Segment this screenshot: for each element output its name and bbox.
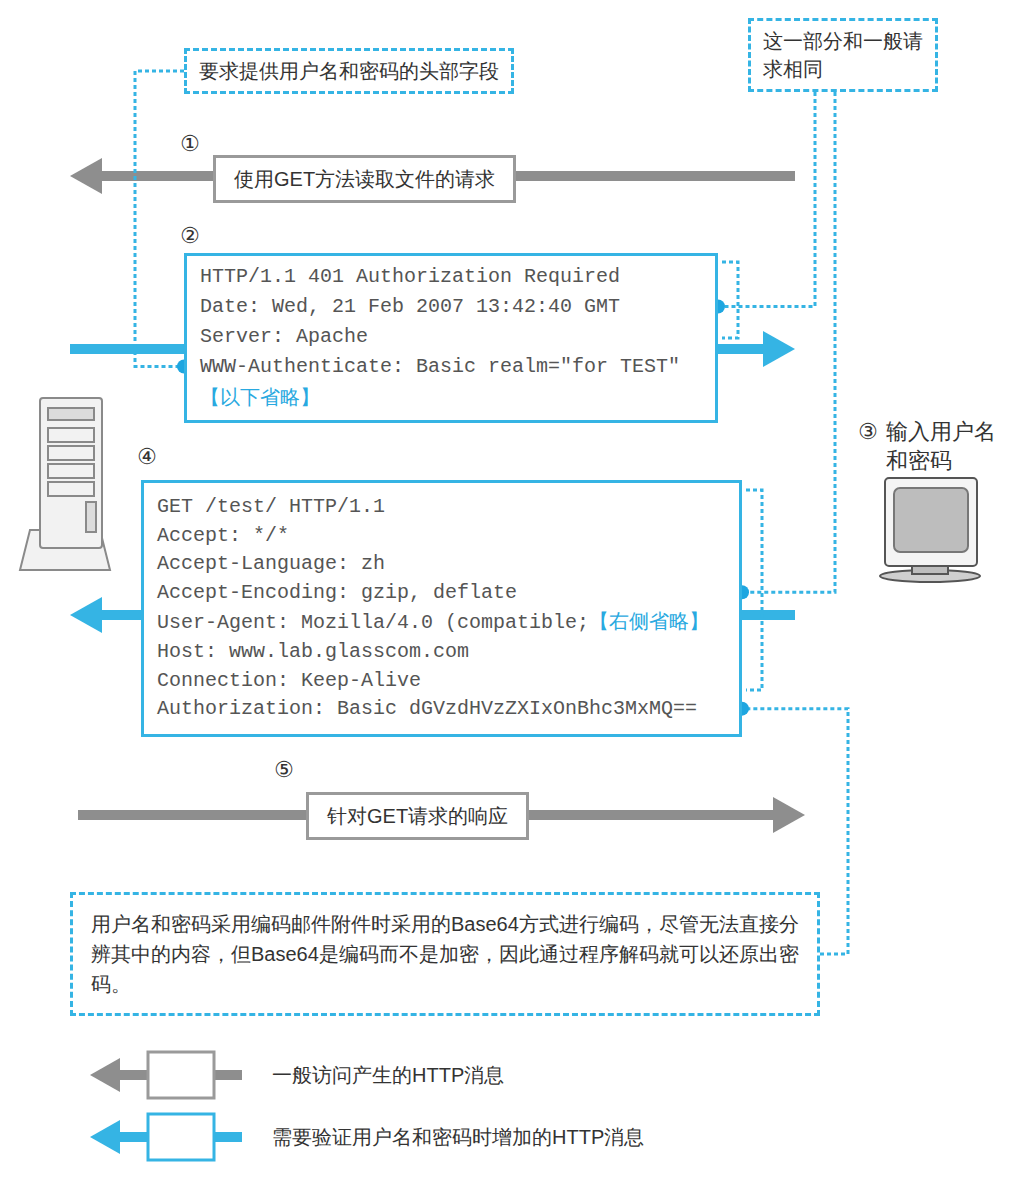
text-line: Date: Wed, 21 Feb 2007 13:42:40 GMT [200,292,702,322]
legend-sample [90,1052,242,1098]
message-box: 使用GET方法读取文件的请求 [213,155,516,203]
leader-line [718,92,815,307]
legend-text: 需要验证用户名和密码时增加的HTTP消息 [272,1124,644,1151]
text-line: Server: Apache [200,322,702,352]
step-label: 输入用户名和密码 [886,418,996,475]
node-text: Accept-Language: zh [157,552,385,575]
node-text: Authorization: Basic dGVzdHVzZXIxOnBhc3M… [157,697,697,720]
leader-line [742,92,835,592]
node-text: 这一部分和一般请求相同 [763,30,923,80]
callout-box: 要求提供用户名和密码的头部字段 [184,48,514,94]
callout-number: ② [180,222,200,251]
text-line: 针对GET请求的响应 [327,802,508,830]
node-text: Accept-Encoding: gzip, deflate [157,581,517,604]
callout-number: ① [180,130,200,159]
node-text: Connection: Keep-Alive [157,669,421,692]
legend-text: 一般访问产生的HTTP消息 [272,1062,504,1089]
text-line: Accept-Language: zh [157,550,726,579]
text-line: Accept-Encoding: gzip, deflate [157,579,726,608]
callout-number: ④ [137,443,157,472]
text-line: WWW-Authenticate: Basic realm="for TEST" [200,352,702,382]
leader-line [135,71,184,367]
text-line: Authorization: Basic dGVzdHVzZXIxOnBhc3M… [157,695,726,724]
node-text: User-Agent: Mozilla/4.0 (compatible; [157,611,589,634]
node-text: Host: www.lab.glasscom.com [157,640,469,663]
message-box: 针对GET请求的响应 [306,792,529,840]
node-text: Accept: */* [157,524,289,547]
bracket [746,490,762,690]
text-line: 用户名和密码采用编码邮件附件时采用的Base64方式进行编码，尽管无法直接分辨其… [91,909,799,999]
node-text: Date: Wed, 21 Feb 2007 13:42:40 GMT [200,295,620,318]
callout-box: 这一部分和一般请求相同 [748,18,938,92]
text-line: 【以下省略】 [200,382,702,414]
callout-number: ⑤ [274,756,294,785]
text-line: Accept: */* [157,522,726,551]
omission-note: 【以下省略】 [200,386,320,408]
text-line: Host: www.lab.glasscom.com [157,638,726,667]
omission-note: 【右侧省略】 [589,610,709,632]
text-line: 要求提供用户名和密码的头部字段 [199,57,499,85]
node-text: HTTP/1.1 401 Authorization Required [200,265,620,288]
text-line: HTTP/1.1 401 Authorization Required [200,262,702,292]
node-text: 使用GET方法读取文件的请求 [234,168,495,190]
legend-sample [90,1114,242,1160]
node-text: GET /test/ HTTP/1.1 [157,495,385,518]
bracket [722,262,738,338]
server-icon [20,398,110,570]
text-line: 这一部分和一般请求相同 [763,27,923,83]
text-line: User-Agent: Mozilla/4.0 (compatible;【右侧省… [157,607,726,638]
http-message-box: HTTP/1.1 401 Authorization RequiredDate:… [184,253,718,423]
node-text: 针对GET请求的响应 [327,805,508,827]
node-text: Server: Apache [200,325,368,348]
callout-number: ③ [858,418,878,447]
text-line: Connection: Keep-Alive [157,667,726,696]
note-box: 用户名和密码采用编码邮件附件时采用的Base64方式进行编码，尽管无法直接分辨其… [70,892,820,1016]
http-message-box: GET /test/ HTTP/1.1Accept: */* Accept-Lan… [141,480,742,737]
node-text: WWW-Authenticate: Basic realm="for TEST" [200,355,680,378]
computer-icon [880,478,980,582]
node-text: 用户名和密码采用编码邮件附件时采用的Base64方式进行编码，尽管无法直接分辨其… [91,913,799,995]
text-line: 使用GET方法读取文件的请求 [234,165,495,193]
text-line: GET /test/ HTTP/1.1 [157,493,726,522]
node-text: 要求提供用户名和密码的头部字段 [199,60,499,82]
